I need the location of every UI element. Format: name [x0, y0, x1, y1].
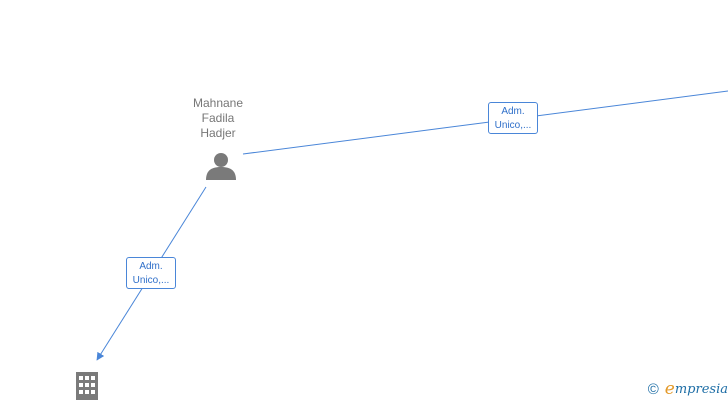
relation-role: Adm.	[139, 261, 163, 272]
empresia-watermark: © e mpresia	[648, 378, 728, 400]
relation-role-detail: Unico,...	[132, 275, 170, 286]
building-icon[interactable]	[76, 372, 98, 400]
relation-label-external[interactable]: Adm. Unico,...	[488, 102, 538, 134]
person-name-line-2: Fadila	[201, 111, 235, 125]
person-name-line-3: Hadjer	[200, 126, 236, 140]
brand-initial: e	[664, 379, 675, 399]
person-name-label[interactable]: Mahnane Fadila Hadjer	[178, 96, 258, 141]
copyright-icon: ©	[647, 380, 659, 398]
relation-label-company[interactable]: Adm. Unico,...	[126, 257, 176, 289]
person-name-line-1: Mahnane	[192, 96, 244, 110]
person-icon[interactable]	[206, 153, 236, 180]
edge-person-to-external	[242, 90, 728, 155]
brand-name: mpresia	[674, 381, 728, 397]
relation-role: Adm.	[501, 106, 525, 117]
relation-role-detail: Unico,...	[494, 120, 532, 131]
